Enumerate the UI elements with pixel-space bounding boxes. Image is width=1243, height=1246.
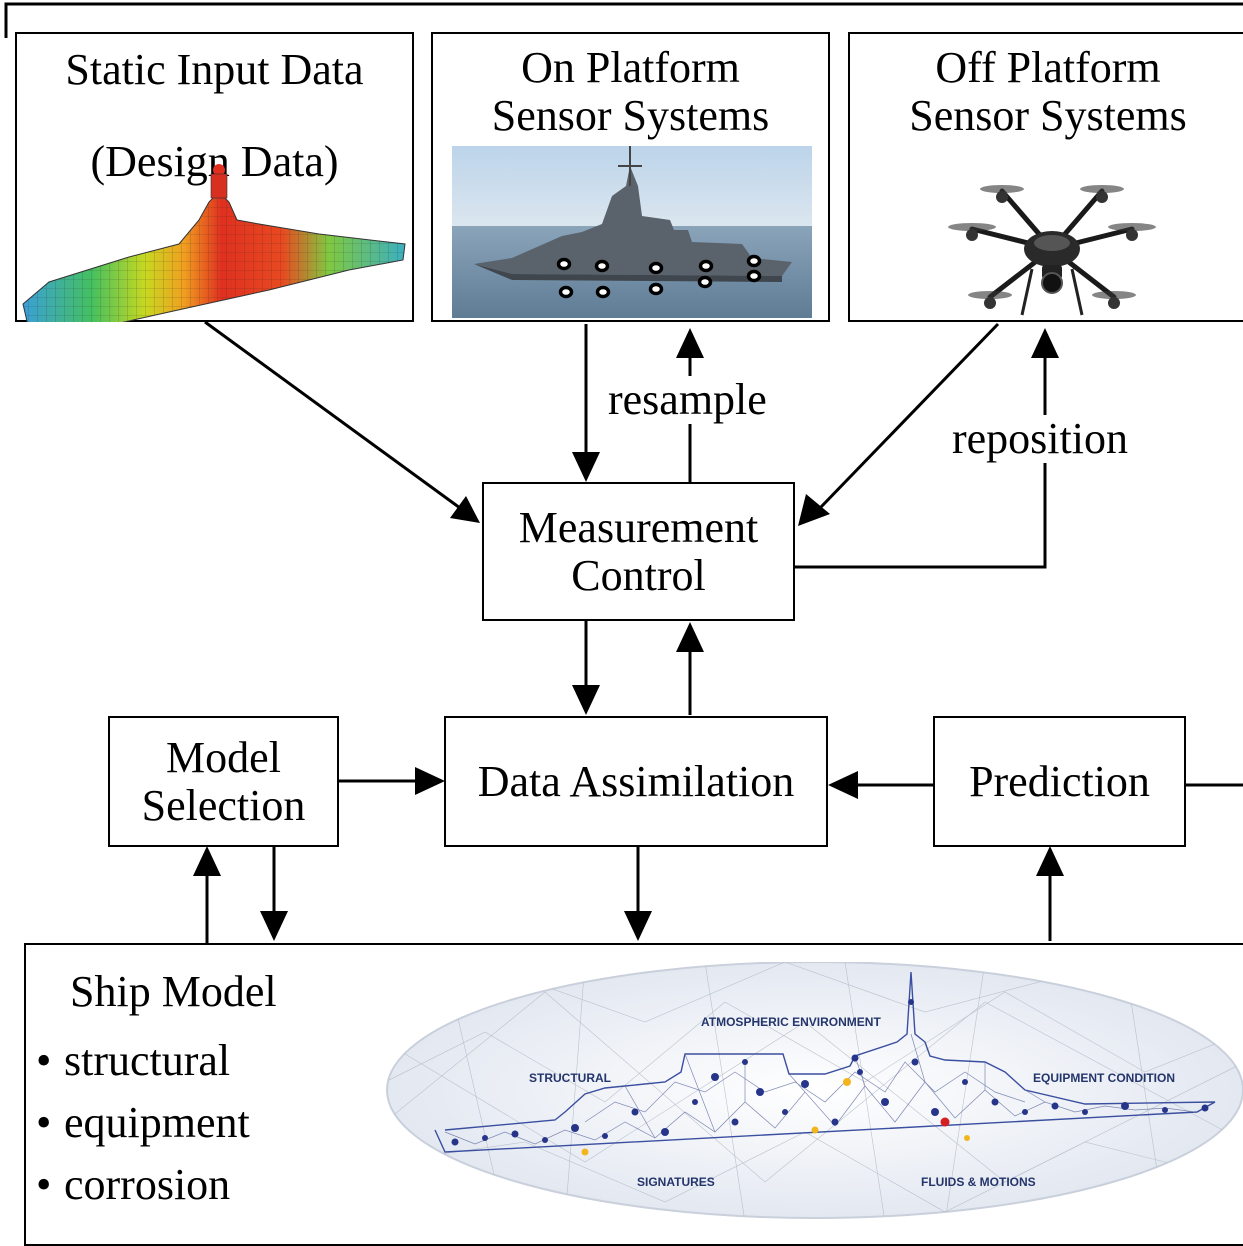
hull-stress-model-image (22, 164, 406, 322)
measurement-control-line1: Measurement (518, 502, 759, 552)
oval-label-signatures: SIGNATURES (637, 1175, 715, 1189)
static-input-data-box: Static Input Data (Design Data) (15, 32, 414, 322)
arrow-offplatform-to-measurement (818, 322, 1000, 510)
on-platform-title-line2: Sensor Systems (491, 91, 770, 140)
destroyer-photo-image (452, 146, 812, 318)
resample-label: resample (608, 375, 767, 424)
model-selection-line2: Selection (141, 780, 306, 830)
data-assimilation-label: Data Assimilation (477, 756, 795, 806)
arrow-static-to-measurement (204, 320, 461, 510)
prediction-node: Prediction (933, 716, 1186, 847)
on-platform-sensor-box: On Platform Sensor Systems (431, 32, 830, 322)
model-selection-node: Model Selection (108, 716, 339, 847)
ship-network-oval: ATMOSPHERIC ENVIRONMENT STRUCTURAL EQUIP… (386, 962, 1243, 1219)
drone-icon (948, 185, 1156, 316)
oval-label-structural: STRUCTURAL (529, 1071, 611, 1085)
ship-model-item: structural (36, 1030, 250, 1092)
prediction-label: Prediction (969, 756, 1150, 806)
ship-model-item: equipment (36, 1092, 250, 1154)
on-platform-title-line1: On Platform (521, 43, 740, 92)
measurement-control-line2: Control (571, 550, 706, 600)
oval-label-fluids-motions: FLUIDS & MOTIONS (921, 1175, 1036, 1189)
measurement-control-node: Measurement Control (482, 482, 795, 621)
ship-model-title: Ship Model (70, 967, 277, 1016)
reposition-label: reposition (952, 414, 1128, 463)
ship-model-list: structural equipment corrosion (36, 1030, 250, 1216)
oval-label-equipment-condition: EQUIPMENT CONDITION (1033, 1071, 1175, 1085)
ship-model-item: corrosion (36, 1154, 250, 1216)
model-selection-line1: Model (166, 732, 281, 782)
off-platform-sensor-box: Off Platform Sensor Systems (848, 32, 1243, 322)
data-assimilation-node: Data Assimilation (444, 716, 828, 847)
off-platform-title-line2: Sensor Systems (909, 91, 1187, 140)
static-input-title-line1: Static Input Data (65, 45, 364, 94)
oval-label-atmospheric: ATMOSPHERIC ENVIRONMENT (701, 1015, 881, 1029)
off-platform-title-line1: Off Platform (935, 43, 1161, 92)
